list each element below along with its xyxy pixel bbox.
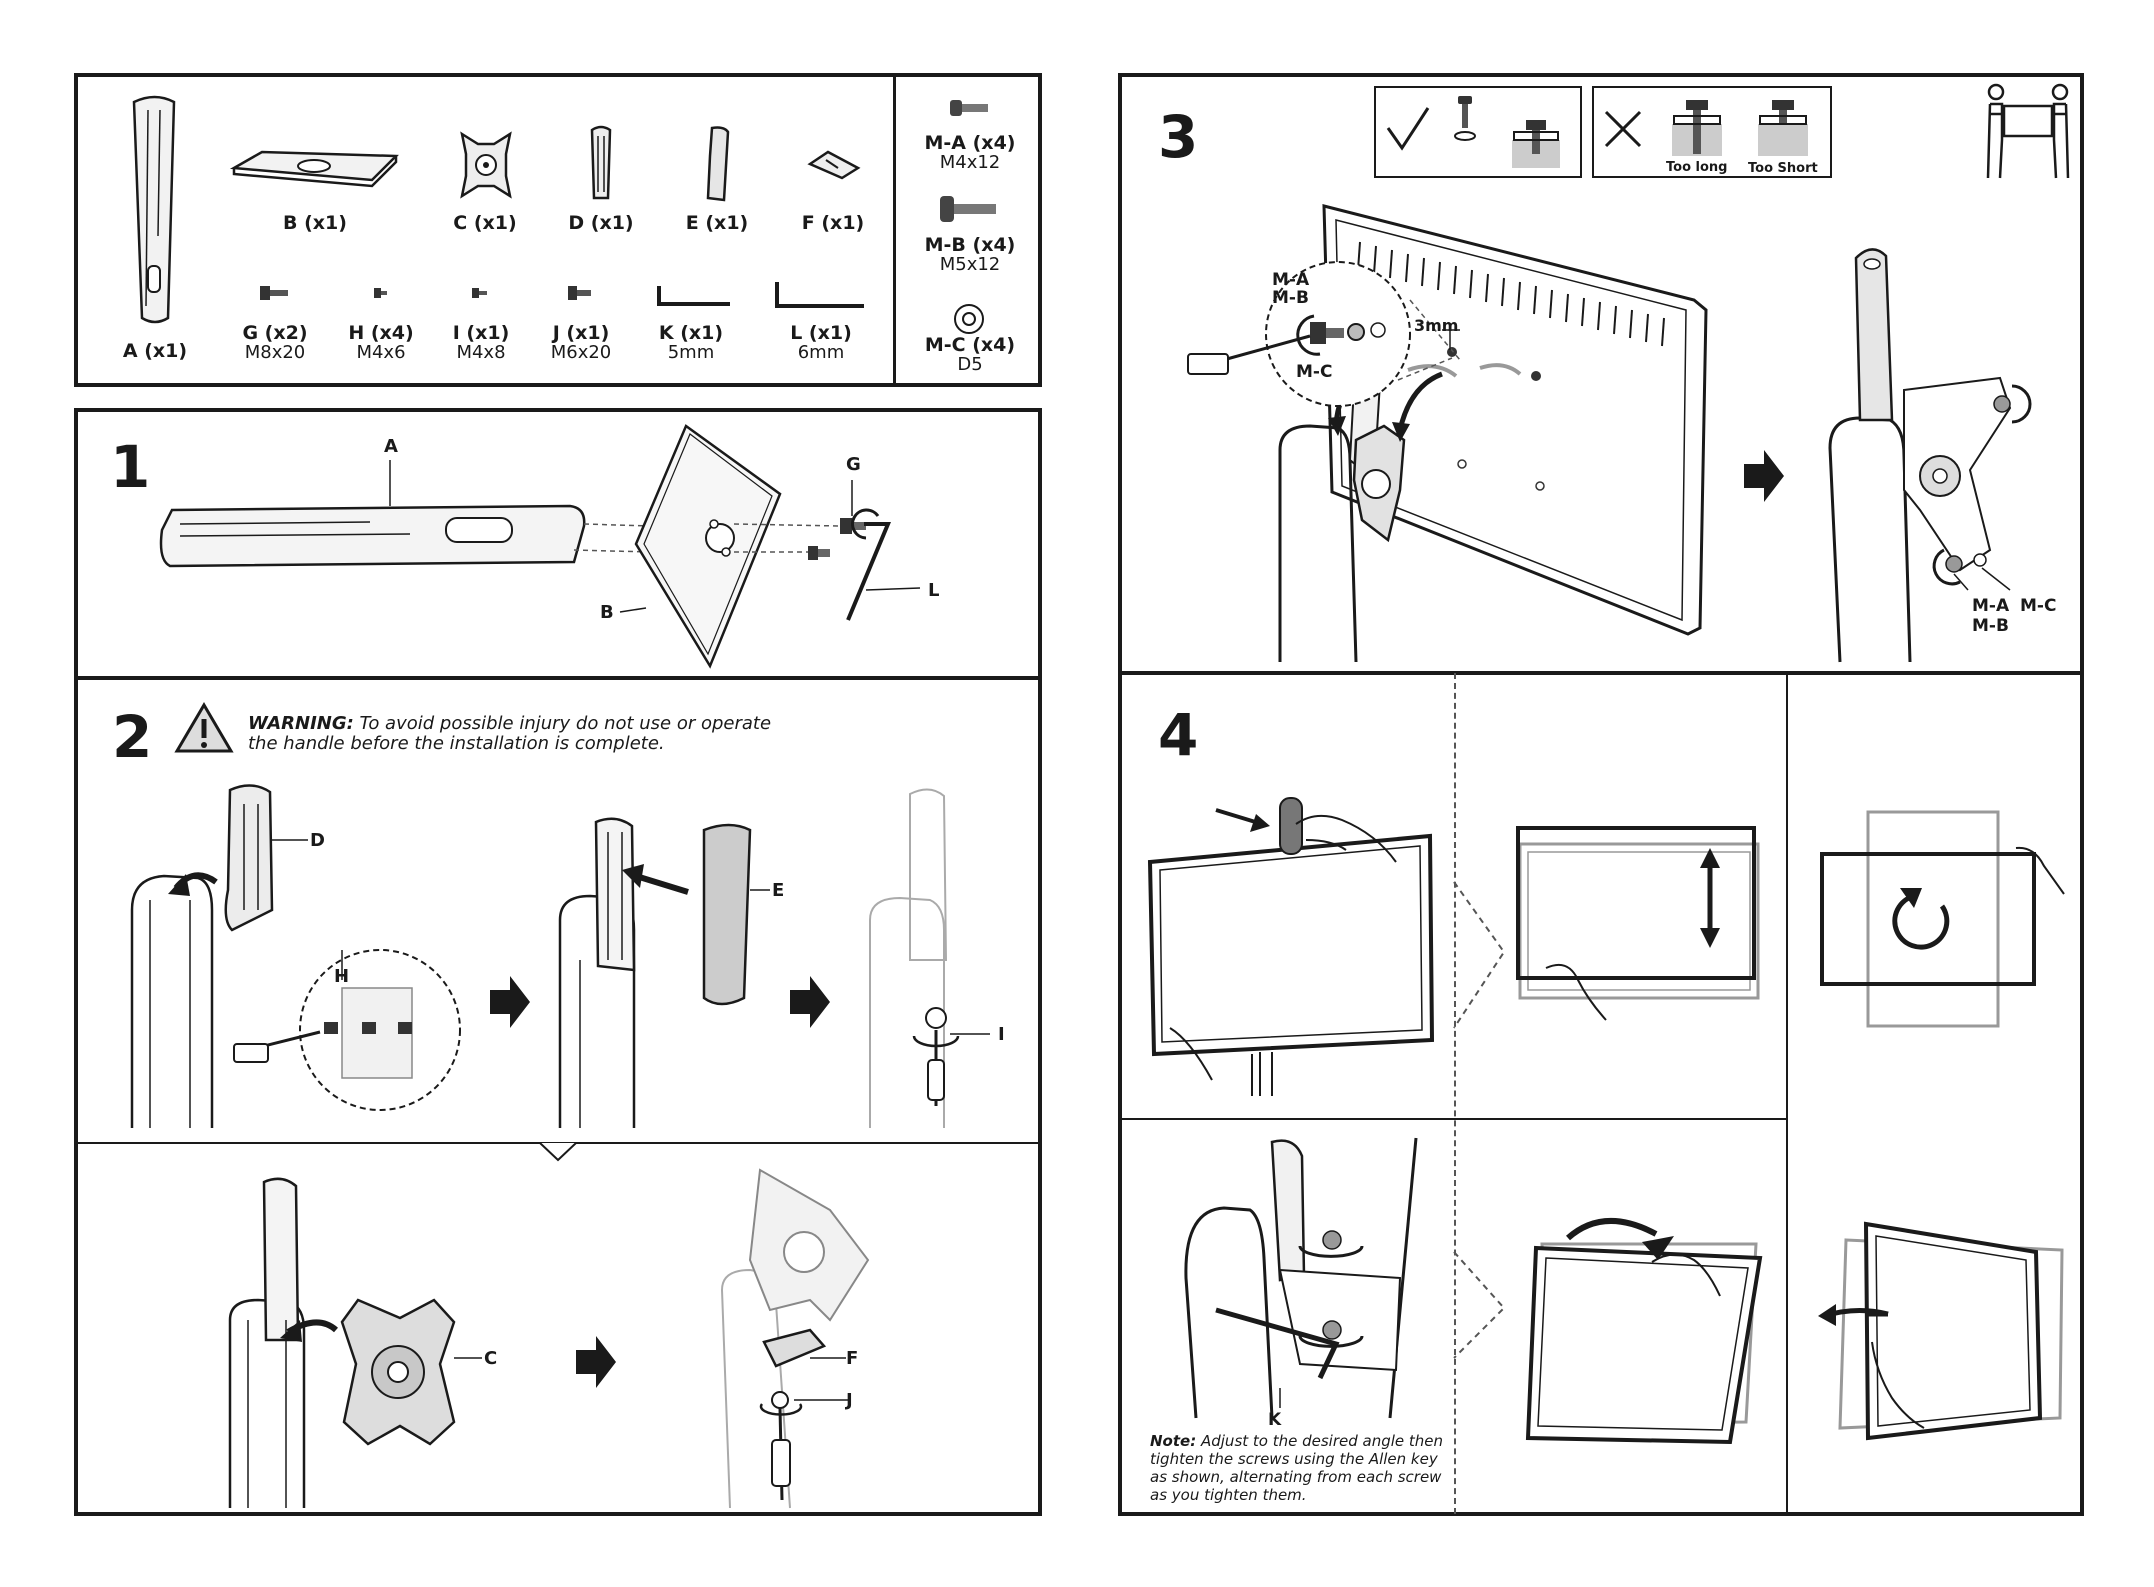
- part-k-allen-key: [657, 286, 730, 306]
- part-j-label: J (x1): [552, 322, 610, 344]
- part-j-screw: [568, 286, 591, 300]
- step-1-callout-g: G: [846, 454, 861, 475]
- step-4-tilt-illustration: [1525, 1217, 1763, 1445]
- step-2-callout-j: J: [846, 1390, 853, 1411]
- step-2-callout-e: E: [772, 880, 785, 901]
- parts-list-panel: [74, 73, 1042, 387]
- step-2-bottom-illustration: [228, 1168, 870, 1509]
- part-mb-label: M-B (x4): [924, 234, 1016, 256]
- step-2-warning: WARNING: To avoid possible injury do not…: [248, 714, 808, 754]
- step-4-number: 4: [1158, 701, 1199, 769]
- step-3-callout-mc: M-C: [1296, 362, 1333, 382]
- step-4-zoom-pointer: [1453, 881, 1506, 1029]
- part-h-screw: [374, 288, 387, 298]
- note-title: Note:: [1150, 1432, 1197, 1450]
- step-2-callout-f: F: [846, 1348, 859, 1369]
- step-4-tilt-key-illustration: [1184, 1137, 1418, 1419]
- step-4-height-adjust-illustration: [1147, 797, 1435, 1096]
- step-4-zoom-pointer-2: [1453, 1251, 1506, 1359]
- step-4-swivel-illustration: [1818, 1221, 2064, 1441]
- part-g-screw: [260, 286, 288, 300]
- part-b-label: B (x1): [283, 212, 347, 234]
- part-h-label: H (x4): [348, 322, 414, 344]
- step-3-callout-ma-detail: M-A: [1972, 596, 2010, 616]
- part-b-base-plate: [229, 150, 399, 188]
- step-2-callout-d: D: [310, 830, 325, 851]
- warning-title: WARNING:: [248, 713, 354, 734]
- correct-screw-diagram: [1454, 96, 1560, 168]
- part-k-size: 5mm: [667, 342, 715, 363]
- part-f-clip: [807, 150, 861, 180]
- step-1-illustration: [159, 424, 921, 669]
- part-mb-screw: [940, 196, 996, 222]
- part-e-label: E (x1): [685, 212, 749, 234]
- step-3-callout-mb-detail: M-B: [1972, 616, 2009, 636]
- part-mc-label: M-C (x4): [924, 334, 1016, 356]
- step-4-rotate-illustration: [1820, 810, 2065, 1028]
- part-d-label: D (x1): [568, 212, 634, 234]
- step-4-note: Note: Adjust to the desired angle then t…: [1150, 1432, 1450, 1504]
- part-i-size: M4x8: [456, 342, 506, 363]
- warning-text-2: the handle before the installation is co…: [248, 733, 665, 754]
- part-l-size: 6mm: [797, 342, 845, 363]
- part-mc-size: D5: [957, 354, 983, 375]
- step-1-callout-a: A: [384, 436, 398, 457]
- part-ma-label: M-A (x4): [924, 132, 1016, 154]
- step-2-callout-i: I: [998, 1024, 1005, 1045]
- step-2-number: 2: [112, 703, 153, 771]
- step-4-vertical-adjust-illustration: [1516, 826, 1760, 1021]
- step-2-callout-h: H: [334, 966, 350, 987]
- step-1-number: 1: [110, 433, 151, 501]
- step-2-divider-notch: [539, 1142, 577, 1162]
- note-text: Adjust to the desired angle then tighten…: [1150, 1432, 1444, 1504]
- part-d-handle-bracket: [590, 125, 612, 200]
- step-1-callout-l: L: [928, 580, 940, 601]
- part-l-label: L (x1): [790, 322, 852, 344]
- cross-icon: [1604, 110, 1642, 148]
- step-4-callout-k: K: [1268, 1410, 1282, 1430]
- part-c-vesa-plate: [460, 131, 512, 199]
- parts-divider: [893, 75, 896, 385]
- too-long-screw-diagram: [1672, 100, 1722, 156]
- part-f-label: F (x1): [801, 212, 865, 234]
- part-a-label: A (x1): [122, 340, 188, 362]
- part-l-allen-key: [775, 282, 864, 308]
- too-short-label: Too Short: [1748, 161, 1818, 176]
- part-i-screw: [472, 288, 487, 298]
- step-4-divider-vertical: [1786, 673, 1788, 1514]
- step-3-number: 3: [1158, 103, 1199, 171]
- step-4-divider-horizontal: [1120, 1118, 1788, 1120]
- too-short-screw-diagram: [1758, 100, 1808, 156]
- step-3-illustration: [1187, 204, 2032, 663]
- part-ma-size: M4x12: [939, 152, 1001, 173]
- part-g-label: G (x2): [242, 322, 308, 344]
- part-g-size: M8x20: [244, 342, 306, 363]
- part-a-post: [132, 95, 176, 324]
- step-2-callout-c: C: [484, 1348, 498, 1369]
- warning-text-1: To avoid possible injury do not use or o…: [359, 713, 772, 734]
- part-h-size: M4x6: [356, 342, 406, 363]
- part-k-label: K (x1): [658, 322, 724, 344]
- part-j-size: M6x20: [550, 342, 612, 363]
- step-2-top-illustration: [130, 784, 990, 1128]
- part-mb-size: M5x12: [939, 254, 1001, 275]
- step-1-callout-b: B: [600, 602, 614, 623]
- check-icon: [1386, 107, 1430, 151]
- part-mc-washer: [954, 304, 984, 334]
- too-long-label: Too long: [1666, 160, 1728, 175]
- part-e-cover: [706, 126, 730, 202]
- step-3-callout-mc-detail: M-C: [2020, 596, 2057, 616]
- part-i-label: I (x1): [452, 322, 510, 344]
- step-3-callout-ma: M-A: [1272, 270, 1310, 290]
- warning-icon: [174, 702, 234, 753]
- part-c-label: C (x1): [453, 212, 517, 234]
- step-3-callout-mb: M-B: [1272, 288, 1309, 308]
- step-3-callout-3mm: 3mm: [1414, 316, 1459, 335]
- two-person-lift-icon: [1986, 83, 2070, 179]
- step-4-dashed-divider: [1454, 673, 1456, 1514]
- part-ma-screw: [950, 100, 988, 116]
